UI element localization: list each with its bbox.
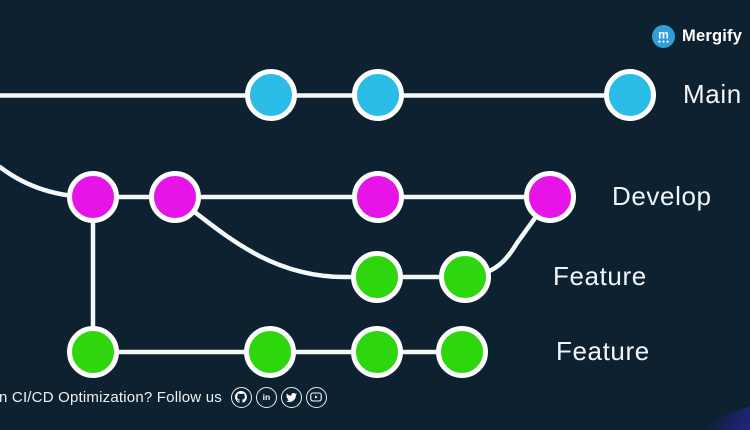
branch-links <box>0 93 633 355</box>
feature-top-branch-line <box>172 194 468 280</box>
commit-nodes <box>67 69 656 378</box>
linkedin-icon-label: in <box>262 391 271 402</box>
commit-node-develop <box>149 171 201 223</box>
commit-node-feature-bottom <box>244 326 296 378</box>
commit-node-feature-top <box>351 251 403 303</box>
commit-node-feature-bottom <box>436 326 488 378</box>
twitter-icon[interactable] <box>280 386 302 408</box>
youtube-icon[interactable] <box>305 386 327 408</box>
mergify-m-icon: m <box>652 25 675 48</box>
commit-node-main <box>604 69 656 121</box>
feature-top-branch-label: Feature <box>553 260 647 291</box>
commit-node-feature-top <box>439 251 491 303</box>
mergify-m-letter: m <box>658 28 669 42</box>
footer: n CI/CD Optimization? Follow us in <box>0 385 327 409</box>
commit-node-develop <box>67 171 119 223</box>
footer-text: n CI/CD Optimization? Follow us <box>0 388 222 406</box>
develop-branch-label: Develop <box>612 180 712 211</box>
social-links: in <box>230 386 327 408</box>
commit-node-feature-bottom <box>67 326 119 378</box>
mergify-logo-text: Mergify <box>682 27 743 45</box>
feature-bottom-branch-label: Feature <box>556 335 650 366</box>
commit-node-main <box>245 69 297 121</box>
linkedin-icon[interactable]: in <box>255 386 277 408</box>
commit-node-develop <box>524 171 576 223</box>
github-icon[interactable] <box>230 386 252 408</box>
commit-node-feature-bottom <box>351 326 403 378</box>
commit-node-main <box>352 69 404 121</box>
main-branch-label: Main <box>683 78 742 109</box>
commit-node-develop <box>352 171 404 223</box>
mergify-logo[interactable]: m Mergify <box>652 25 742 48</box>
